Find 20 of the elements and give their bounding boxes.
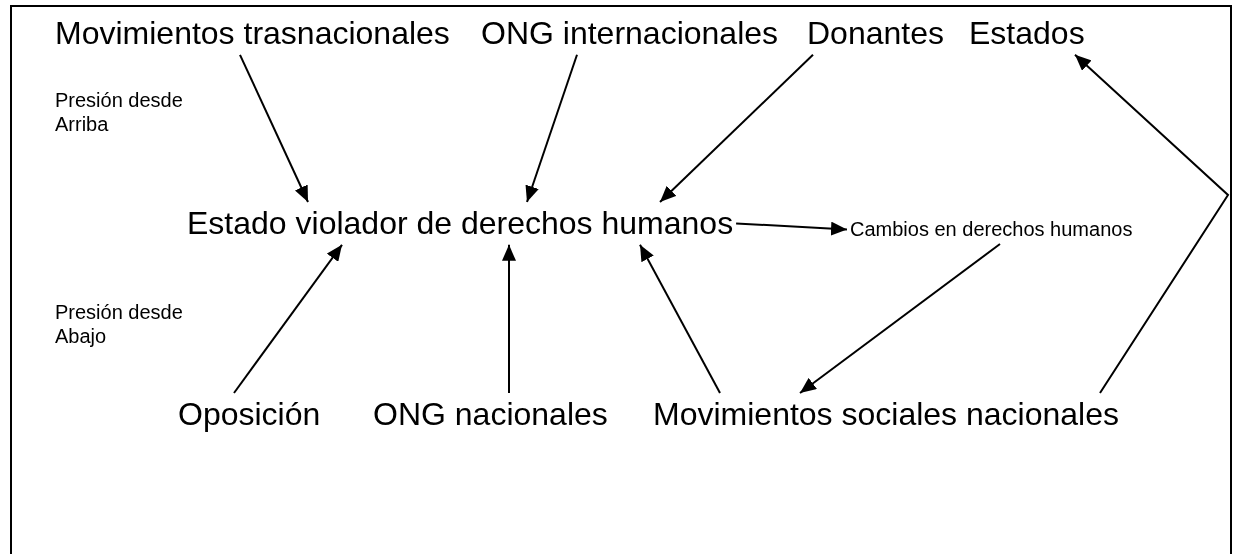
- arrow: [639, 243, 721, 394]
- node-label: Estado violador de derechos humanos: [187, 205, 734, 242]
- arrow: [239, 53, 309, 203]
- annotation-text: Presión desde Abajo: [55, 300, 184, 348]
- annotation-text: Presión desde Arriba: [55, 88, 184, 136]
- arrow: [502, 243, 516, 394]
- arrow: [233, 243, 343, 394]
- node-label: Oposición: [178, 396, 321, 433]
- node-label: Movimientos sociales nacionales: [653, 396, 1119, 433]
- node-label: Movimientos trasnacionales: [55, 15, 450, 52]
- arrow: [799, 243, 1001, 394]
- arrow: [735, 221, 848, 236]
- arrow: [1074, 53, 1230, 394]
- node-label: ONG internacionales: [481, 15, 779, 52]
- node-label: ONG nacionales: [373, 396, 608, 433]
- node-label: Cambios en derechos humanos: [850, 218, 1133, 241]
- arrow: [659, 53, 814, 203]
- arrow: [525, 53, 578, 203]
- node-label: Estados: [969, 15, 1085, 52]
- node-label: Donantes: [807, 15, 944, 52]
